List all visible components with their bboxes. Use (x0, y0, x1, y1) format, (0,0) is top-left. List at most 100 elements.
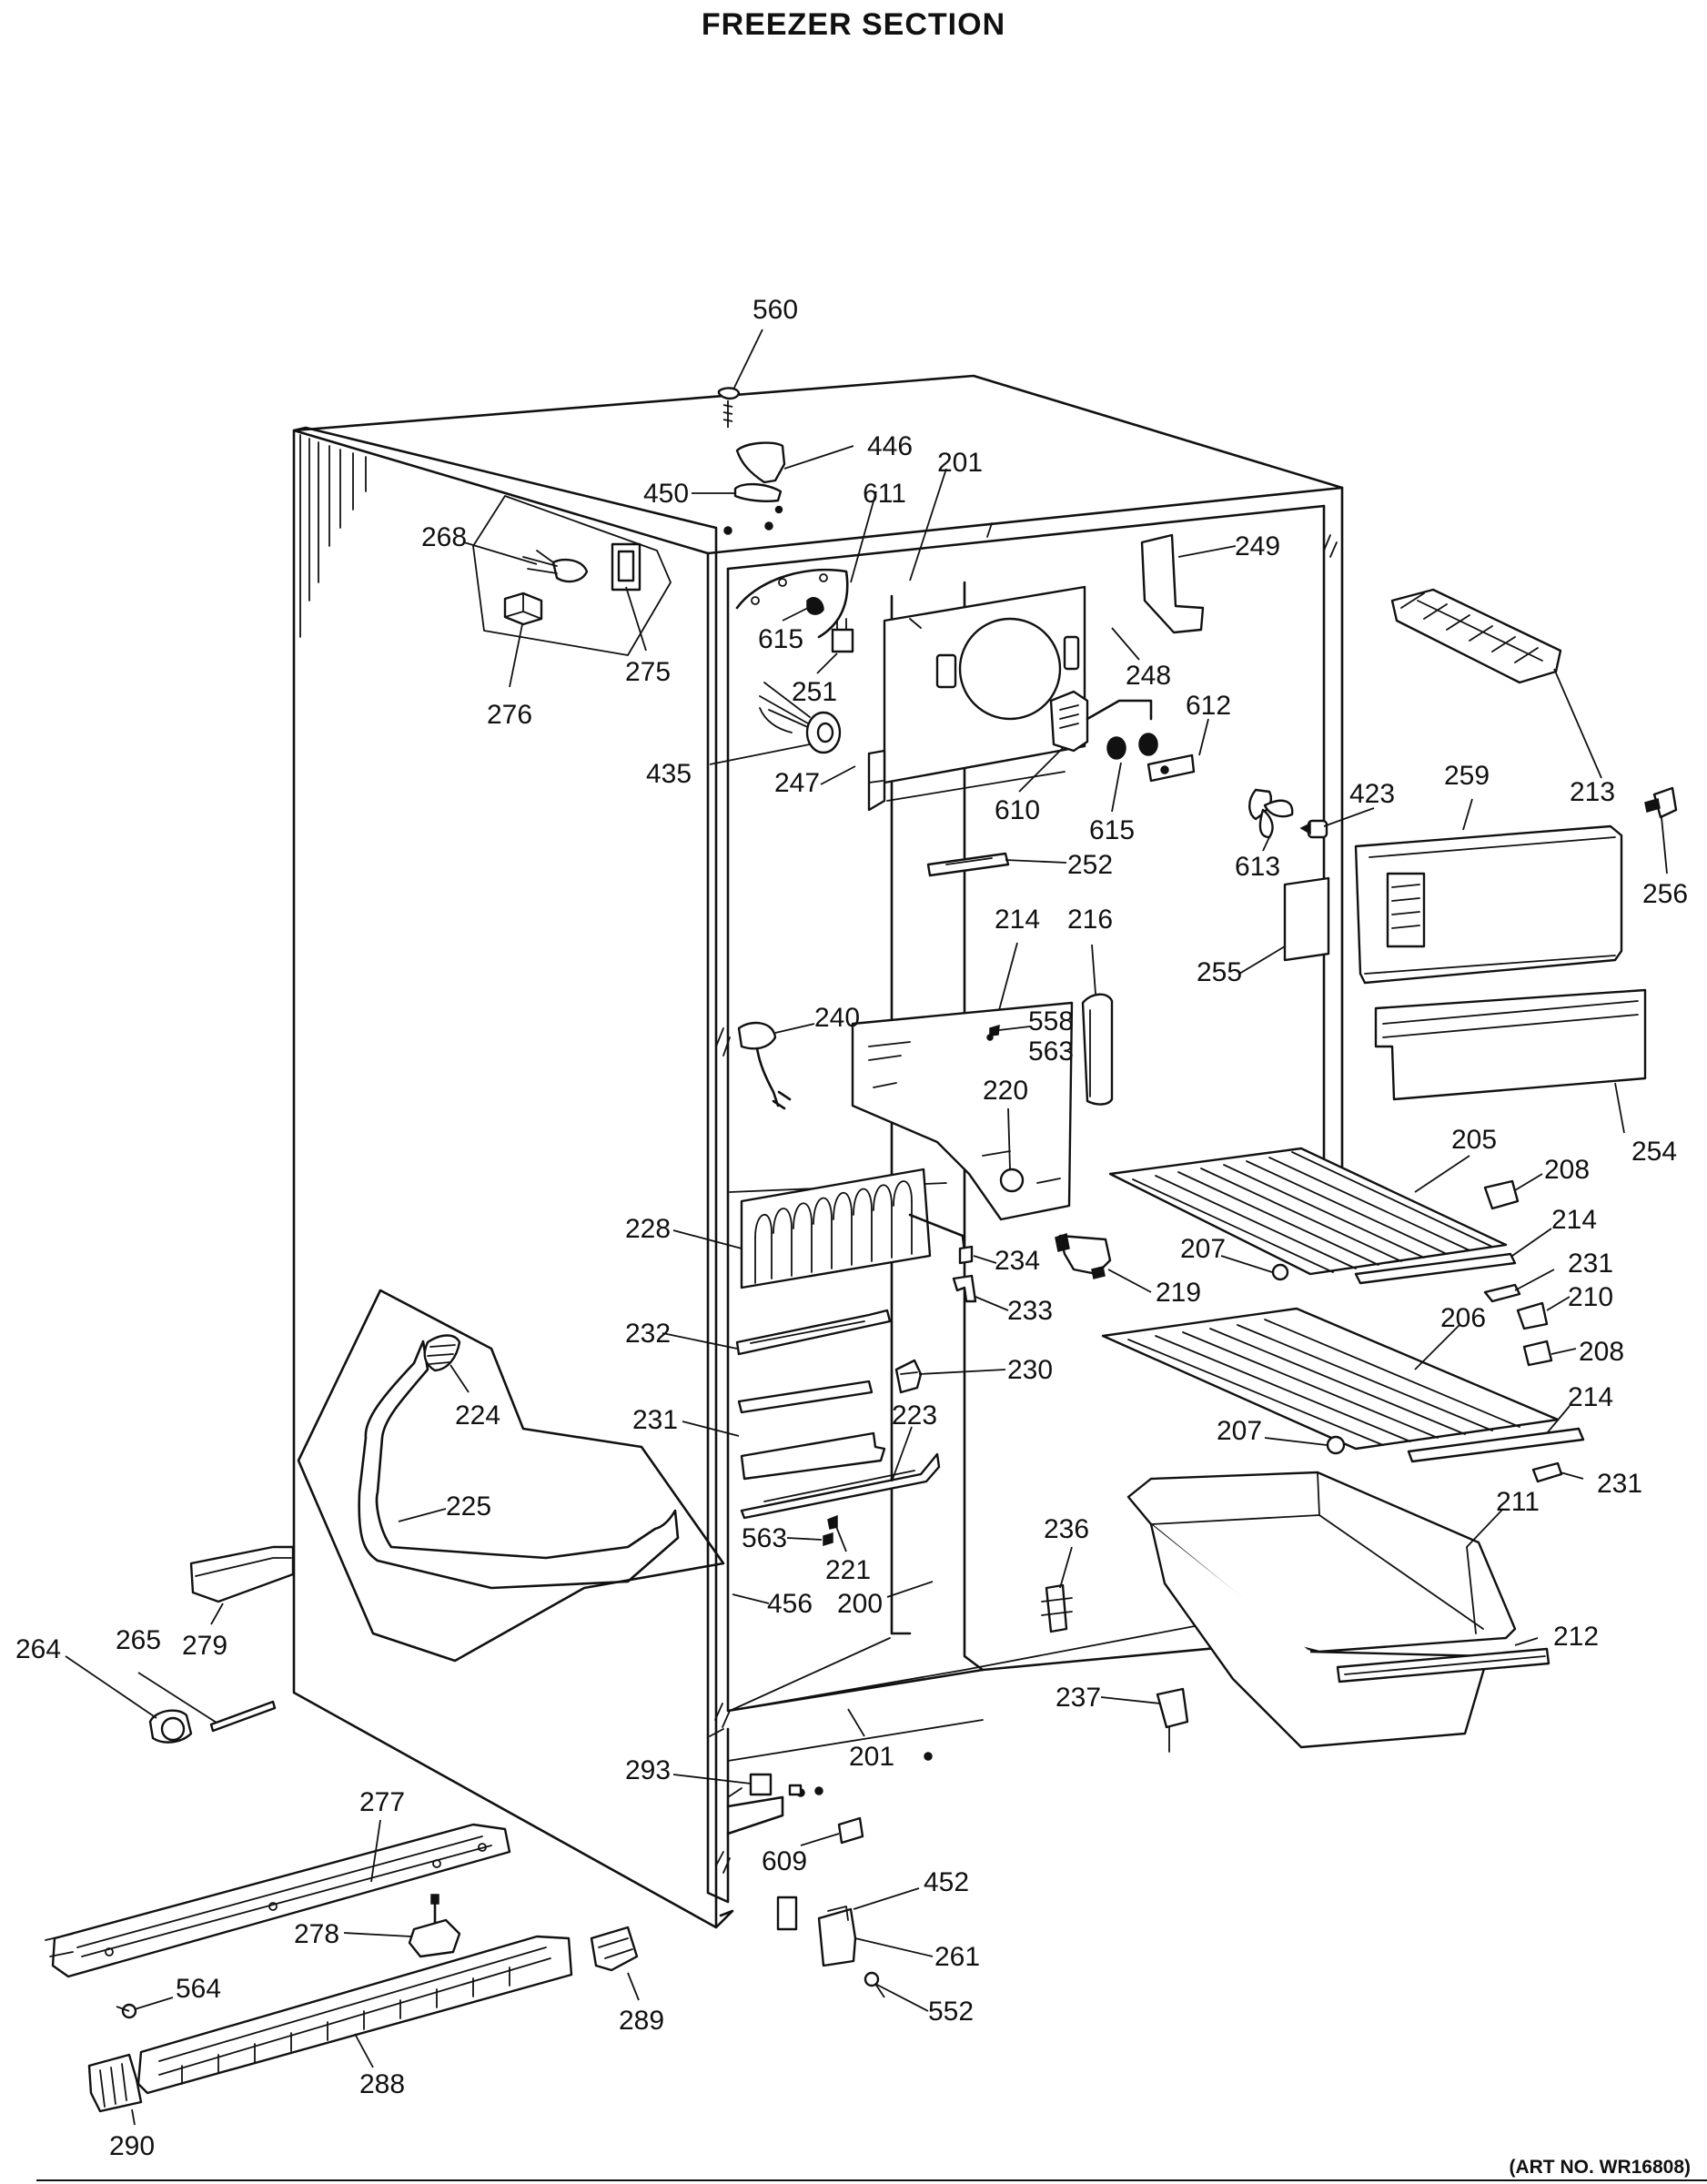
callout-252: 252 (1067, 850, 1113, 880)
callout-211: 211 (1496, 1487, 1540, 1517)
callout-236: 236 (1044, 1514, 1089, 1544)
callout-423: 423 (1349, 779, 1395, 809)
leader-lines (65, 329, 1668, 2126)
callout-268: 268 (421, 522, 467, 552)
part-228-evaporator (740, 1168, 966, 1289)
part-207-rollers (1271, 1263, 1346, 1455)
callout-256: 256 (1642, 879, 1688, 909)
part-233-clip (952, 1274, 977, 1303)
part-212-basket-handle (1336, 1647, 1550, 1684)
part-609-clip (837, 1816, 864, 1845)
part-219-fitting (1055, 1233, 1112, 1279)
part-237-hinge (1156, 1687, 1189, 1753)
part-256-clip (1644, 786, 1678, 819)
callout-223: 223 (892, 1400, 937, 1431)
callout-611: 611 (863, 479, 906, 509)
part-208-clips (1483, 1179, 1553, 1367)
callout-201-bottom: 201 (849, 1742, 894, 1772)
callout-563-bottom: 563 (742, 1523, 787, 1553)
callout-231-lower: 231 (1597, 1469, 1642, 1499)
part-252-duct (926, 852, 1010, 877)
callout-207-upper: 207 (1180, 1234, 1226, 1264)
part-251-switch (831, 618, 854, 653)
part-560-screw (717, 387, 741, 428)
part-610-fan-motor (1049, 690, 1153, 753)
defrost-heater-inset (297, 1289, 725, 1663)
part-552-screw (864, 1971, 885, 1998)
part-293-clip (749, 1773, 773, 1796)
part-223-heater (740, 1452, 941, 1520)
part-435-light-socket (759, 682, 842, 754)
part-247-wire (759, 707, 793, 733)
part-615b-grommets (1106, 733, 1158, 760)
part-452-shim (776, 1896, 798, 1931)
part-290-endcap (87, 2053, 143, 2113)
callout-234: 234 (995, 1246, 1040, 1276)
part-275-switch (611, 542, 641, 592)
callout-615-bottom: 615 (1089, 815, 1135, 845)
part-254-door (1374, 988, 1647, 1101)
part-265-pin (209, 1700, 277, 1733)
part-259-ice-compartment-cover (1354, 824, 1623, 985)
callout-206: 206 (1440, 1303, 1486, 1333)
callout-214-upper-trim: 214 (1551, 1205, 1597, 1235)
callout-212: 212 (1553, 1622, 1599, 1652)
callout-225: 225 (446, 1491, 491, 1522)
callout-208-lower: 208 (1579, 1337, 1624, 1367)
art-number: (ART NO. WR16808) (1509, 2157, 1691, 2178)
part-423-bulb (1299, 819, 1328, 839)
callout-275: 275 (625, 657, 671, 687)
part-231-clips-right (1483, 1283, 1563, 1483)
diagram-title: FREEZER SECTION (702, 7, 1005, 42)
part-236-hinge (1041, 1583, 1073, 1633)
part-240-thermostat (737, 1021, 792, 1110)
part-234-sensor (958, 1245, 974, 1265)
part-288-grille (136, 1935, 573, 2095)
part-612-bracket (1146, 753, 1196, 783)
callout-564: 564 (176, 1974, 221, 2004)
part-248-fan-bracket (867, 585, 1086, 812)
part-289-clip (590, 1926, 639, 1972)
callout-labels: 560 446 450 201 611 268 249 615 251 275 … (15, 295, 1688, 2161)
callout-265: 265 (116, 1625, 161, 1655)
part-268-switch (522, 550, 589, 583)
callout-288: 288 (359, 2069, 405, 2099)
switch-group-outline (472, 495, 672, 656)
part-558-screw (989, 1024, 1000, 1036)
part-214-baffle (851, 1001, 1074, 1221)
callout-613: 613 (1235, 852, 1280, 882)
part-564-screw (116, 2003, 137, 2019)
callout-230: 230 (1007, 1355, 1053, 1385)
callout-609: 609 (762, 1846, 807, 1876)
callout-216: 216 (1067, 905, 1113, 935)
callout-560: 560 (752, 295, 798, 325)
callout-220: 220 (983, 1076, 1028, 1106)
callout-552: 552 (928, 1997, 974, 2027)
callout-446: 446 (867, 431, 913, 461)
callout-259: 259 (1444, 761, 1490, 791)
callout-289: 289 (619, 2006, 664, 2036)
part-216-channel (1081, 993, 1114, 1106)
callout-205: 205 (1451, 1125, 1497, 1155)
callout-228: 228 (625, 1214, 671, 1244)
part-205-upper-shelf (1108, 1147, 1508, 1276)
callout-248: 248 (1126, 661, 1171, 691)
part-206-lower-shelf (1101, 1307, 1560, 1451)
callout-264: 264 (15, 1634, 61, 1664)
callout-293: 293 (625, 1755, 671, 1785)
part-613-fan-blade (1248, 788, 1294, 839)
part-563b-screw (823, 1532, 833, 1547)
callout-279: 279 (182, 1631, 227, 1661)
callout-232: 232 (625, 1319, 671, 1349)
part-446-cover (733, 441, 786, 502)
callout-278: 278 (294, 1919, 339, 1949)
part-230-bracket (894, 1359, 923, 1394)
part-231-shelf-support (737, 1380, 886, 1481)
callout-249: 249 (1235, 531, 1280, 561)
callout-610: 610 (995, 795, 1040, 825)
callout-219: 219 (1156, 1278, 1201, 1308)
callout-233: 233 (1007, 1296, 1053, 1326)
callout-207-lower: 207 (1217, 1416, 1262, 1446)
callout-231-upper: 231 (1568, 1249, 1613, 1279)
callout-221: 221 (825, 1555, 871, 1585)
